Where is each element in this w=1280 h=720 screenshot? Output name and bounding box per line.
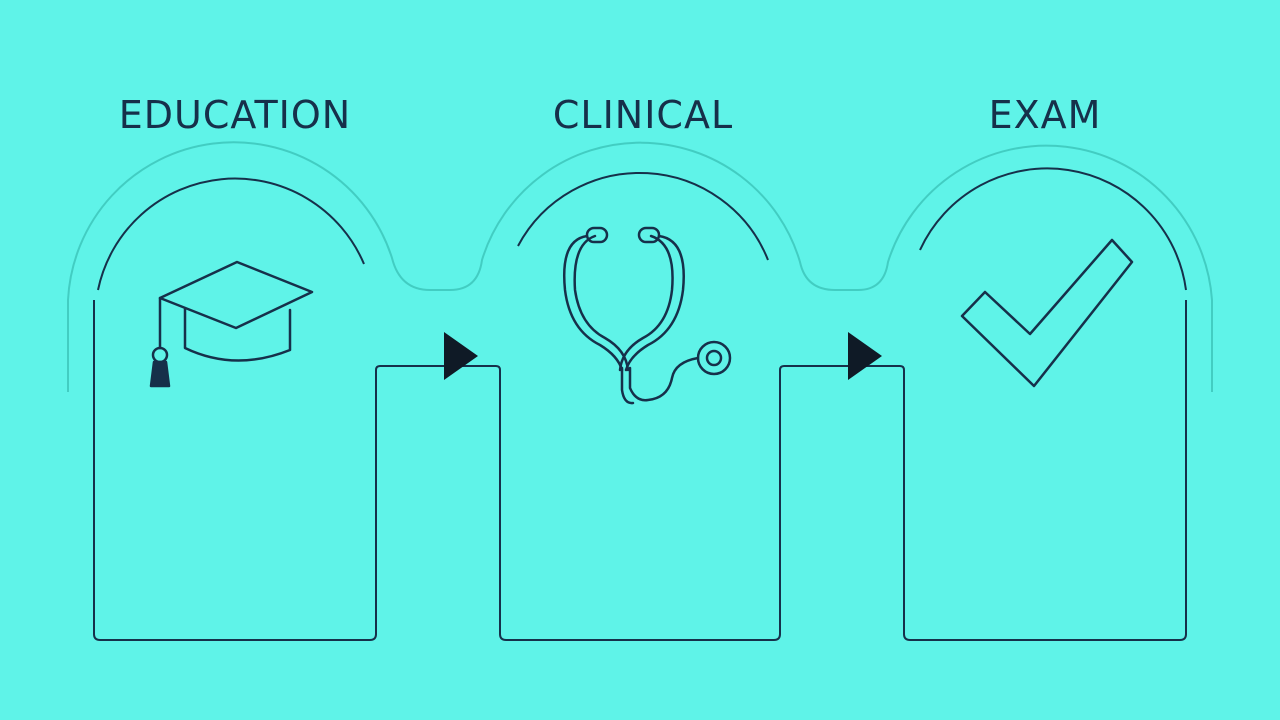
outer-arch-band (67, 141, 1213, 392)
step-label-education: EDUCATION (118, 93, 352, 137)
checkmark-icon (960, 238, 1134, 388)
step-label-exam: EXAM (988, 93, 1102, 137)
inner-arc-exam (919, 167, 1187, 291)
arrow-right-icon (444, 332, 478, 380)
inner-arc-education (97, 177, 365, 291)
stethoscope-icon (563, 226, 732, 405)
graduation-cap-icon (149, 260, 314, 388)
step-label-clinical: CLINICAL (552, 93, 734, 137)
inner-arc-clinical (517, 171, 769, 261)
arrow-right-icon (848, 332, 882, 380)
step-panels-outline (93, 300, 1187, 641)
